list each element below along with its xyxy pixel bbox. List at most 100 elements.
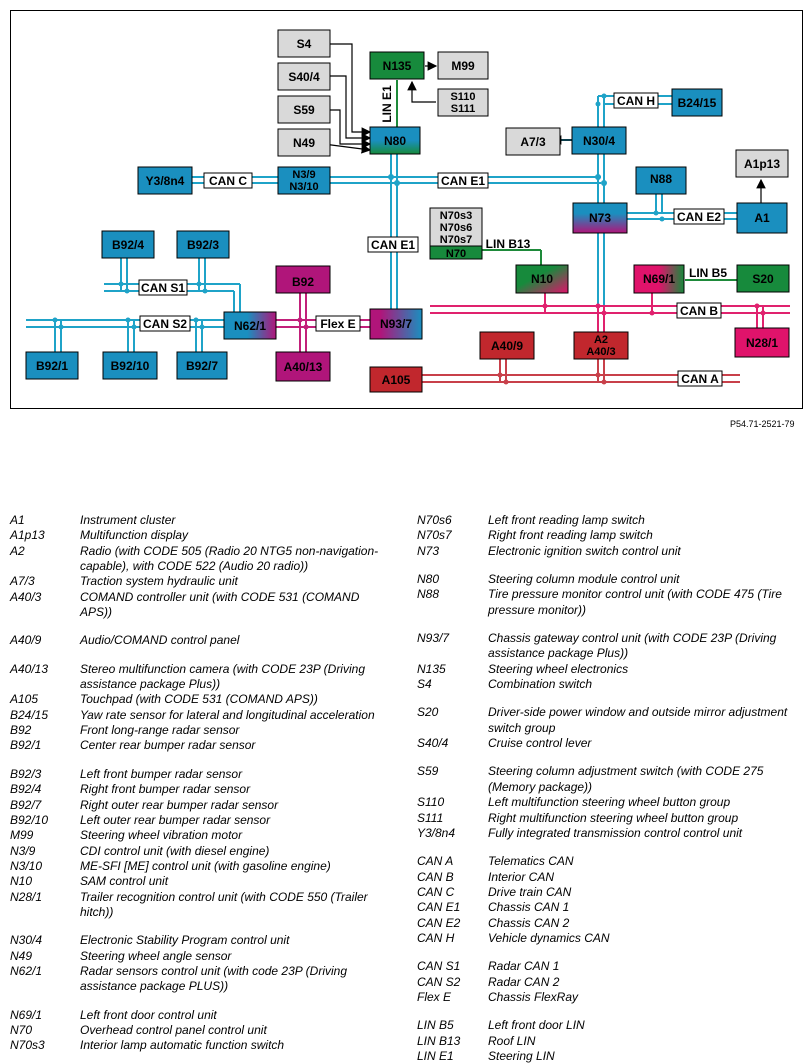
legend-code: LIN B5 [417,1018,454,1033]
legend-code: B92/1 [10,738,42,753]
legend-code: S59 [417,764,439,779]
bus-label-can-a: CAN A [681,372,719,386]
node-n88 [635,166,687,195]
label-a40-3: A40/3 [586,346,615,358]
legend-description: Chassis gateway control unit (with CODE … [488,631,777,661]
legend-description: Audio/COMAND control panel [80,633,240,648]
node-n93-7 [369,308,423,340]
legend-description: Interior CAN [488,869,555,884]
label-s40-4: S40/4 [288,70,320,84]
legend-description: Electronic Stability Program control uni… [80,933,290,948]
bus-tag-can-s2 [139,315,191,332]
label-a2: A2 [594,334,608,346]
legend-description: Instrument cluster [80,513,176,527]
legend-code: CAN A [417,854,454,869]
legend-description: Right front bumper radar sensor [80,782,251,797]
node-a1 [736,202,788,234]
label-m99: M99 [451,59,475,73]
legend-description: Steering LIN [488,1048,555,1063]
label-b92-3: B92/3 [187,238,219,252]
legend-code: B92/10 [10,812,49,827]
label-n30-4: N30/4 [583,134,615,148]
bus-tag-can-e2 [673,208,725,225]
label-n3-9: N3/9 [292,169,315,181]
legend-code: A105 [10,692,39,707]
label-b92: B92 [292,275,314,289]
legend-code: CAN S1 [417,959,461,974]
legend-code: CAN E1 [417,900,461,915]
legend-description: Roof LIN [488,1033,536,1048]
node-s59 [277,95,331,124]
legend-code: N80 [417,572,440,587]
legend-description: Right outer rear bumper radar sensor [80,797,279,812]
legend-code: A40/9 [10,633,42,648]
legend-code: N3/9 [10,843,36,858]
legend-description: Traction system hydraulic unit [80,574,238,589]
legend-description: Tire pressure monitor control unit (with… [488,587,782,617]
node-n49 [277,128,331,157]
label-n70: N70 [446,248,466,260]
legend-code: N70 [10,1022,33,1037]
legend-description: Radar CAN 2 [488,974,560,989]
label-n135: N135 [383,59,412,73]
node-m99 [437,51,489,80]
legend-code: A1p13 [10,528,45,543]
node-n73 [572,202,628,234]
bus-label-flex-e: Flex E [320,317,355,331]
legend-code: Y3/8n4 [417,825,456,840]
legend-code: CAN E2 [417,915,461,930]
legend-code: B92/3 [10,766,42,781]
node-s20 [736,264,790,293]
label-s111: S111 [451,103,475,115]
bus-label-can-e1-h: CAN E1 [441,174,485,188]
node-b92-7 [176,351,228,380]
node-n80 [369,126,421,155]
legend-code: LIN B13 [417,1033,461,1048]
bus-label-can-s2: CAN S2 [143,317,187,331]
legend-code: A7/3 [10,574,35,589]
legend-code: CAN C [417,884,455,899]
legend-description: Steering wheel vibration motor [80,828,243,843]
node-a40-9 [479,331,535,360]
legend-code: S40/4 [417,736,449,751]
bus-label-lin-b13: LIN B13 [486,237,531,251]
legend-description: Steering column module control unit [488,572,680,587]
bus-tag-can-b [676,302,722,319]
label-a1: A1 [754,211,770,225]
label-a40-13: A40/13 [284,360,323,374]
label-b92-10: B92/10 [111,359,150,373]
legend-code: N88 [417,587,440,602]
legend-description: Left outer rear bumper radar sensor [80,812,271,827]
legend-code: N62/1 [10,963,43,978]
legend-description: Multifunction display [80,528,189,543]
node-a105 [369,366,423,393]
bus-label-can-e2: CAN E2 [677,210,721,224]
bus-label-can-c: CAN C [209,174,247,188]
node-n62-1 [223,311,277,340]
legend-code: B24/15 [10,707,49,722]
legend-description: Driver-side power window and outside mir… [488,705,788,735]
legend-entry: A40/9 Audio/COMAND control panel [10,633,390,648]
legend-description: Left multifunction steering wheel button… [488,795,731,810]
node-b92-4 [101,230,155,259]
node-b92 [275,265,331,294]
